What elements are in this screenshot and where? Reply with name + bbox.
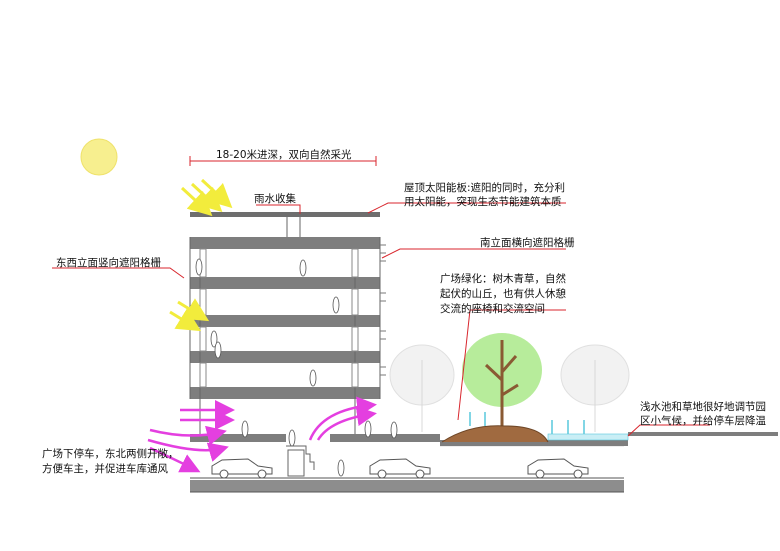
car-icon xyxy=(211,458,273,479)
plaza-label-2: 起伏的山丘，也有供人休憩 xyxy=(440,288,566,300)
tree-icon xyxy=(462,333,542,435)
roof-solar-label-1: 屋顶太阳能板:遮阳的同时，充分利 xyxy=(404,182,566,194)
plaza-label-3: 交流的座椅和交流空间 xyxy=(440,303,545,315)
roof-solar-label-2: 用太阳能，突现生态节能建筑本质 xyxy=(404,196,562,208)
floor-slabs xyxy=(190,237,380,399)
car-icon xyxy=(527,458,589,479)
pond-label-1: 浅水池和草地很好地调节园 xyxy=(640,401,766,413)
parking-label-2: 方便车主，并促进车库通风 xyxy=(42,463,168,475)
south-louver-label: 南立面横向遮阳格栅 xyxy=(480,237,575,249)
pond-label-2: 区小气候，并给停车层降温 xyxy=(640,415,766,427)
person-icon xyxy=(195,258,398,477)
parking-label-1: 广场下停车，东北两侧开敞， xyxy=(42,448,179,460)
depth-annotation: 18-20米进深，双向自然采光 xyxy=(216,149,352,161)
rain-collection-label: 雨水收集 xyxy=(254,193,296,205)
sun-icon xyxy=(80,138,118,176)
plaza-label-1: 广场绿化：树木青草，自然 xyxy=(440,273,566,285)
sun-ray-icon xyxy=(169,178,233,332)
car-icon xyxy=(369,458,431,479)
tree-icon xyxy=(389,344,630,432)
wind-arrow-icon xyxy=(147,396,377,473)
east-west-louver-label: 东西立面竖向遮阳格栅 xyxy=(56,257,161,269)
